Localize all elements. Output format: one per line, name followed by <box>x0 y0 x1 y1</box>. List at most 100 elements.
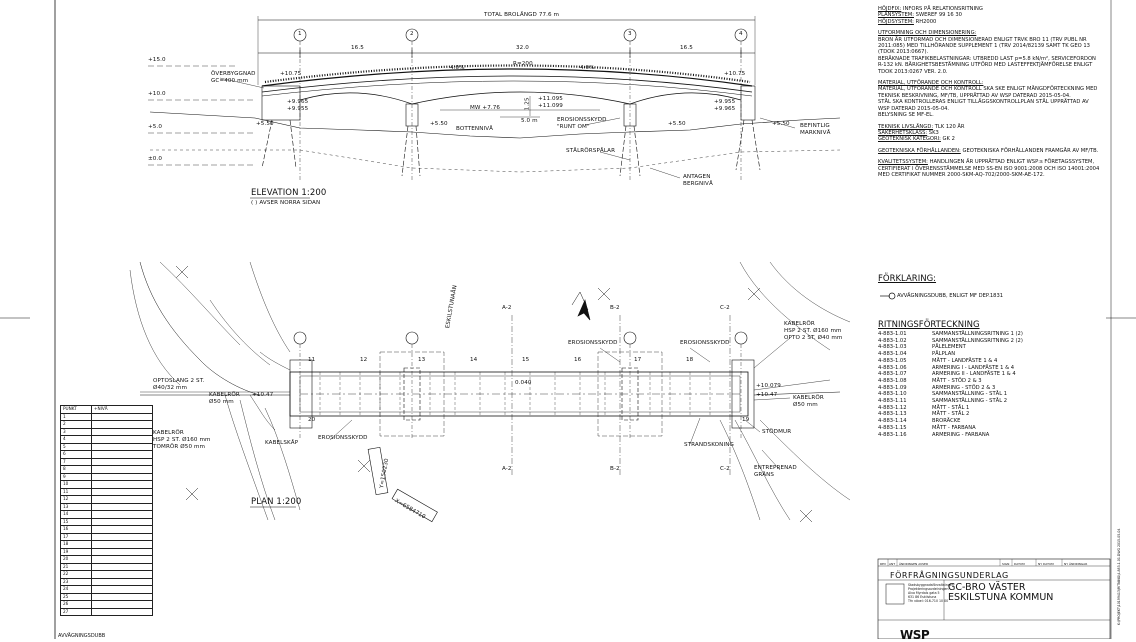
pos-label-17: 17 <box>634 357 642 363</box>
drawing-number: 4-883-1.11 <box>878 398 907 405</box>
drawing-number: 4-883-1.08 <box>878 377 907 384</box>
drawing-name: SAMMANSTÄLLNINGSRITNING 2 (2) <box>932 337 1023 344</box>
kabelror-left-2: Ø50 mm <box>209 399 234 405</box>
note-paragraph: TEKNISK LIVSLÄNGD: TLK 120 ÅR <box>878 124 1104 130</box>
sign-col: SIGN <box>1002 562 1010 566</box>
table-row: 13 <box>60 502 153 511</box>
table-row: 24 <box>60 585 153 594</box>
punkt-number: 4 <box>60 435 92 444</box>
punkt-number: 6 <box>60 450 92 459</box>
drawing-name: MÅTT - STÖD 2 & 3 <box>932 377 982 384</box>
table-row: 20 <box>60 555 153 564</box>
punkt-level <box>91 600 153 609</box>
kabelror-right-1: KABELRÖR <box>784 321 815 327</box>
table-row: 5 <box>60 442 153 451</box>
table-row: 26 <box>60 600 153 609</box>
table-row: 18 <box>60 540 153 549</box>
table-row: 16 <box>60 525 153 534</box>
punkt-number: 7 <box>60 457 92 466</box>
elev-right: +5.50 <box>668 121 686 127</box>
overbyggnad-label: ÖVERBYGGNAD <box>211 71 256 77</box>
erosionsskydd-plan-2: EROSIONSSKYDD <box>680 340 730 346</box>
drawing-name: ARMERING II - LANDFÄSTE 1 & 4 <box>932 371 1016 378</box>
table-row: 12 <box>60 495 153 504</box>
drawing-number: 4-883-1.05 <box>878 357 907 364</box>
strandskoning-label: STRANDSKONING <box>684 442 734 448</box>
pos-label-16: 16 <box>574 357 582 363</box>
table-row: 6 <box>60 450 153 459</box>
ant-col: ANT <box>889 562 896 566</box>
drawing-number: 4-883-1.07 <box>878 371 907 378</box>
punkt-number: 10 <box>60 480 92 489</box>
bottom-label: AVVÄGNINGSDUBB <box>58 633 106 639</box>
punkt-level <box>91 577 153 586</box>
datum-col: DATUM <box>1014 562 1025 566</box>
punkt-level <box>91 487 153 496</box>
plan-level-right-2: +10.079 <box>756 383 781 389</box>
punkt-level <box>91 442 153 451</box>
note-heading: HÖJDSYSTEM: <box>878 18 914 25</box>
top-level-right: +10.75 <box>724 71 746 77</box>
punkt-level <box>91 540 153 549</box>
punkt-level <box>91 592 153 601</box>
note-text: HANDLINGEN ÄR UPPRÄTTAD ENLIGT WSP:s FÖR… <box>878 159 1100 178</box>
punkt-level <box>91 570 153 579</box>
punkt-number: 19 <box>60 547 92 556</box>
pos-label-11: 11 <box>308 357 316 363</box>
table-row: 7 <box>60 457 153 466</box>
note-paragraph: PLANSYSTEM: SWEREF 99 16 30 <box>878 12 1104 18</box>
drawing-name: ARMERING - STÖD 2 & 3 <box>932 384 996 391</box>
punkt-level <box>91 502 153 511</box>
drawing-name: ARMERING - FARBANA <box>932 431 990 438</box>
note-paragraph: BRON ÄR UTFORMAD OCH DIMENSIONERAD ENLIG… <box>878 37 1104 75</box>
table-row: 11 <box>60 487 153 496</box>
punkt-header-cell: +NIVÅ <box>91 405 153 414</box>
avvagningsdubb-icon <box>880 292 896 300</box>
drawing-name: PÅLELEMENT <box>932 344 966 351</box>
note-heading: TEKNISK LIVSLÄNGD: <box>878 123 934 130</box>
note-text: INFORS PÅ RELATIONSRITNING <box>901 6 983 12</box>
note-text: GK 2 <box>940 136 955 143</box>
table-row: 15 <box>60 517 153 526</box>
punkt-level <box>91 555 153 564</box>
note-heading: PLANSYSTEM: <box>878 12 914 19</box>
drawing-number: 4-883-1.04 <box>878 351 907 358</box>
level-l4a: +9.955 <box>714 99 736 105</box>
table-row: 10 <box>60 480 153 489</box>
kabelror-ll-1: KABELRÖR <box>153 430 184 436</box>
drawing-number: 4-883-1.14 <box>878 418 907 425</box>
punkt-number: 3 <box>60 427 92 436</box>
note-heading: SÄKERHETSKLASS: <box>878 129 928 136</box>
punkt-number: 14 <box>60 510 92 519</box>
note-paragraph: GEOTEKNISK KATEGORI: GK 2 <box>878 136 1104 142</box>
radius-label: R=200 <box>513 61 533 67</box>
forklaring-item: AVVÄGNINGSDUBB, ENLIGT MF DEP.1831 <box>897 293 1004 299</box>
table-row: 14 <box>60 510 153 519</box>
punkt-number: 20 <box>60 555 92 564</box>
drawing-name: SAMMANSTÄLLNINGSRITNING 1 (2) <box>932 331 1023 337</box>
punkt-number: 27 <box>60 607 92 616</box>
kabelskap-label: KABELSKÅP <box>265 440 299 446</box>
drawing-number: 4-883-1.13 <box>878 411 907 418</box>
elevation-title: ELEVATION 1:200 <box>251 188 327 198</box>
entreprenad-1: ENTREPRENAD <box>754 465 797 471</box>
plan-center-label: 0.040 <box>515 380 532 386</box>
antagen-label-1: ANTAGEN <box>683 174 711 180</box>
table-row: 3 <box>60 427 153 436</box>
table-row: 17 <box>60 532 153 541</box>
ritningsforteckning-title: RITNINGSFÖRTECKNING <box>878 320 980 330</box>
drawing-number: 4-883-1.03 <box>878 344 907 351</box>
support-3-label: 3 <box>628 31 632 37</box>
pos-label-14: 14 <box>470 357 478 363</box>
forklaring-title: FÖRKLARING: <box>878 274 937 284</box>
note-paragraph: MATERIAL, UTFÖRANDE OCH KONTROLL SKA SKE… <box>878 86 1104 118</box>
note-heading: HÖJDFIX: <box>878 6 902 12</box>
